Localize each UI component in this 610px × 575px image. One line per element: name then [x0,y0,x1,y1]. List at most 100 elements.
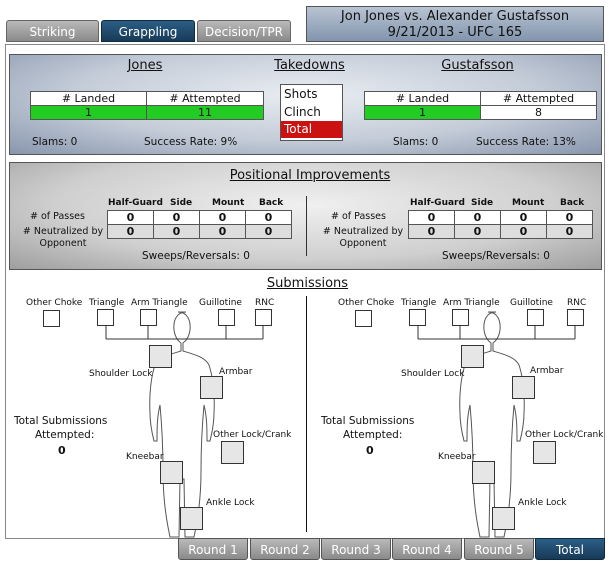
left-box-other-lock [221,441,244,464]
positional-heading: Positional Improvements [229,168,391,183]
tab-round-total[interactable]: Total [535,538,605,560]
left-sweeps: Sweeps/Reversals: 0 [142,250,250,262]
right-box-ankle-lock [492,507,515,530]
right-label-kneebar: Kneebar [438,452,476,462]
tab-round-1[interactable]: Round 1 [178,538,248,560]
left-landed-value: 1 [30,105,147,120]
left-total-sub-label-1: Total Submissions [14,415,108,427]
tab-grappling[interactable]: Grappling [101,20,195,42]
right-neutralized-half-guard: 0 [408,224,455,239]
right-success-rate: Success Rate: 13% [476,136,576,148]
tab-decision-tpr[interactable]: Decision/TPR [197,20,291,42]
event-date: 9/21/2013 - UFC 165 [387,25,523,40]
left-box-other-choke [43,310,60,327]
takedown-type-list[interactable]: Shots Clinch Total [280,84,343,141]
right-box-kneebar [472,461,495,484]
right-passes-label: # of Passes [331,211,386,222]
positional-divider [306,196,307,256]
left-box-ankle-lock [180,507,203,530]
left-label-triangle: Triangle [89,298,125,308]
right-box-shoulder-lock [461,345,484,368]
submissions-divider [306,296,307,532]
left-label-kneebar: Kneebar [126,452,164,462]
left-label-guillotine: Guillotine [199,298,242,308]
left-slams: Slams: 0 [32,136,78,148]
left-neutralized-back: 0 [245,224,292,239]
right-neutralized-label: # Neutralized by Opponent [322,226,404,249]
takedown-option-shots[interactable]: Shots [284,87,318,101]
takedown-option-clinch[interactable]: Clinch [284,105,321,119]
left-success-rate: Success Rate: 9% [144,136,238,148]
right-neutralized-side: 0 [454,224,501,239]
tab-round-3[interactable]: Round 3 [321,538,391,560]
tab-round-5[interactable]: Round 5 [464,538,534,560]
left-passes-label: # of Passes [30,211,85,222]
left-box-rnc [255,309,272,326]
right-box-rnc [567,309,584,326]
left-label-armbar: Armbar [219,367,253,377]
right-col-back: Back [560,198,585,208]
left-attempted-header: # Attempted [146,91,264,106]
right-col-half-guard: Half-Guard [410,198,465,208]
right-label-arm-triangle: Arm Triangle [443,298,500,308]
left-neutralized-label: # Neutralized by Opponent [22,226,104,249]
right-label-other-lock: Other Lock/Crank [525,430,604,440]
right-col-side: Side [471,198,494,208]
left-label-other-lock: Other Lock/Crank [213,430,292,440]
left-label-rnc: RNC [255,298,275,308]
right-sweeps: Sweeps/Reversals: 0 [442,250,550,262]
left-box-arm-triangle [140,309,157,326]
right-box-triangle [409,309,426,326]
left-label-ankle-lock: Ankle Lock [206,498,255,508]
left-label-arm-triangle: Arm Triangle [131,298,188,308]
fighter-right-name: Gustafsson [441,58,514,73]
right-box-armbar [512,376,535,399]
event-title: Jon Jones vs. Alexander Gustafsson [340,9,570,24]
left-neutralized-mount: 0 [199,224,246,239]
right-box-other-choke [355,310,372,327]
right-attempted-header: # Attempted [480,91,597,106]
submissions-heading: Submissions [266,276,349,291]
tab-round-2[interactable]: Round 2 [250,538,320,560]
right-label-other-choke: Other Choke [338,298,395,308]
left-col-side: Side [170,198,193,208]
takedowns-heading: Takedowns [274,58,345,73]
right-label-triangle: Triangle [401,298,437,308]
left-total-sub-label-2: Attempted: [35,429,95,441]
left-box-armbar [200,376,223,399]
event-title-box: Jon Jones vs. Alexander Gustafsson 9/21/… [306,6,604,42]
right-connectors [417,326,576,340]
left-box-triangle [97,309,114,326]
left-box-shoulder-lock [149,345,172,368]
left-total-sub-value: 0 [58,444,66,457]
right-slams: Slams: 0 [393,136,439,148]
left-attempted-value: 11 [146,105,264,120]
left-box-guillotine [218,309,235,326]
right-label-armbar: Armbar [530,366,564,376]
right-box-other-lock [533,441,556,464]
right-label-guillotine: Guillotine [510,298,553,308]
right-total-sub-value: 0 [366,444,374,457]
right-attempted-value: 8 [480,105,597,120]
fighter-left-name: Jones [127,58,163,73]
left-col-back: Back [259,198,284,208]
tab-striking[interactable]: Striking [6,20,99,42]
right-box-guillotine [527,309,544,326]
left-connectors [105,326,264,340]
right-neutralized-back: 0 [546,224,593,239]
right-label-shoulder-lock: Shoulder Lock [401,369,465,379]
right-label-ankle-lock: Ankle Lock [518,498,567,508]
left-col-half-guard: Half-Guard [108,198,163,208]
left-label-shoulder-lock: Shoulder Lock [89,369,153,379]
takedown-option-total[interactable]: Total [281,121,342,138]
right-box-arm-triangle [452,309,469,326]
right-total-sub-label-2: Attempted: [343,429,403,441]
right-total-sub-label-1: Total Submissions [321,415,415,427]
right-label-rnc: RNC [567,298,587,308]
left-label-other-choke: Other Choke [26,298,83,308]
tab-round-4[interactable]: Round 4 [392,538,462,560]
left-box-kneebar [160,461,183,484]
left-col-mount: Mount [212,198,245,208]
right-col-mount: Mount [512,198,545,208]
